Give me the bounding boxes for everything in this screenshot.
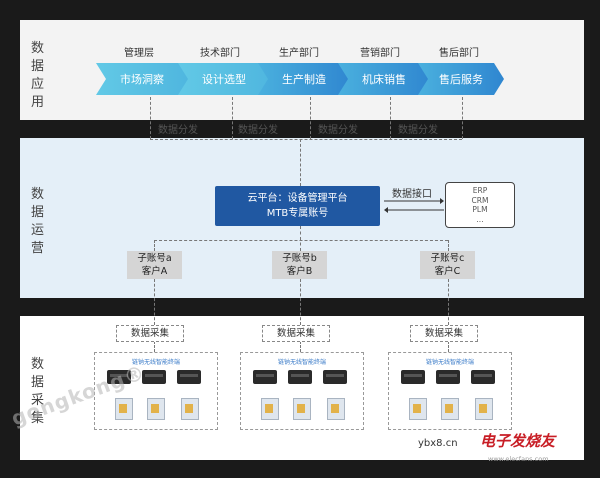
sub-account-name: 子账号c bbox=[430, 253, 465, 264]
gateway-device-icon bbox=[288, 370, 312, 384]
terminal-group-title: 链钠无线智能终端 bbox=[131, 359, 180, 366]
erp-label: ERP bbox=[472, 186, 488, 195]
gateway-device-icon bbox=[177, 370, 201, 384]
sensor-device-icon bbox=[441, 398, 459, 420]
data-collection-label: 数据采集 bbox=[410, 325, 478, 342]
terminal-group-title: 链钠无线智能终端 bbox=[277, 359, 326, 366]
bidirectional-arrow-icon bbox=[384, 198, 444, 213]
connector-line bbox=[154, 240, 448, 241]
department-label: 技术部门 bbox=[200, 48, 240, 59]
process-label: 售后服务 bbox=[439, 73, 483, 86]
sensor-device-icon bbox=[147, 398, 165, 420]
connector-line bbox=[448, 341, 449, 352]
department-label: 生产部门 bbox=[279, 48, 319, 59]
cloud-platform-title: 云平台：设备管理平台 bbox=[247, 193, 348, 204]
connector-line bbox=[154, 279, 155, 325]
gateway-device-icon bbox=[142, 370, 166, 384]
connector-line bbox=[300, 279, 301, 325]
sensor-device-icon bbox=[327, 398, 345, 420]
process-label: 生产制造 bbox=[282, 73, 326, 86]
chevron-shape bbox=[258, 63, 352, 95]
distribution-label: 数据分发 bbox=[158, 125, 198, 136]
section-label-application: 数据应用 bbox=[30, 41, 45, 110]
chevron-shape bbox=[178, 63, 272, 95]
crm-label: CRM bbox=[471, 195, 489, 205]
sensor-device-icon bbox=[293, 398, 311, 420]
sensor-device-icon bbox=[115, 398, 133, 420]
terminal-group-box: 链钠无线智能终端 bbox=[240, 352, 364, 430]
sub-account-box: 子账号a 客户A bbox=[127, 251, 182, 279]
sub-account-name: 子账号a bbox=[137, 253, 172, 264]
department-label: 售后部门 bbox=[439, 48, 479, 59]
elecfans-logo: 电子发烧友 bbox=[480, 432, 556, 450]
department-label: 管理层 bbox=[124, 48, 154, 59]
connector-line bbox=[150, 97, 151, 139]
terminal-group-box: 链钠无线智能终端 bbox=[388, 352, 512, 430]
gateway-device-icon bbox=[323, 370, 347, 384]
connector-line bbox=[390, 97, 391, 139]
connector-line bbox=[448, 240, 449, 251]
elecfans-url: www.elecfans.com bbox=[488, 455, 549, 463]
sensor-device-icon bbox=[409, 398, 427, 420]
terminal-group-box: 链钠无线智能终端 bbox=[94, 352, 218, 430]
chevron-shape bbox=[338, 63, 432, 95]
connector-line bbox=[462, 97, 463, 139]
client-name: 客户A bbox=[141, 266, 168, 277]
connector-line bbox=[300, 139, 301, 186]
sensor-device-icon bbox=[181, 398, 199, 420]
connector-line bbox=[150, 139, 462, 140]
data-interface-label: 数据接口 bbox=[392, 189, 432, 200]
section-label-collection: 数据采集 bbox=[30, 357, 45, 426]
sub-account-box: 子账号c 客户C bbox=[420, 251, 475, 279]
sensor-device-icon bbox=[261, 398, 279, 420]
connector-line bbox=[154, 240, 155, 251]
gateway-device-icon bbox=[401, 370, 425, 384]
process-label: 设计选型 bbox=[202, 73, 246, 86]
chevron-shape bbox=[418, 63, 504, 95]
gateway-device-icon bbox=[253, 370, 277, 384]
process-label: 机床销售 bbox=[362, 73, 406, 86]
connector-line bbox=[232, 97, 233, 139]
plm-label: PLM bbox=[472, 205, 488, 214]
cloud-platform-account: MTB专属账号 bbox=[266, 208, 329, 219]
data-collection-label: 数据采集 bbox=[262, 325, 330, 342]
distribution-label: 数据分发 bbox=[318, 125, 358, 136]
gateway-device-icon bbox=[436, 370, 460, 384]
connector-line bbox=[300, 226, 301, 251]
enterprise-systems-box: ERP CRM PLM ... bbox=[445, 182, 515, 228]
sub-account-name: 子账号b bbox=[282, 253, 317, 264]
site-watermark: ybx8.cn bbox=[418, 438, 458, 449]
distribution-label: 数据分发 bbox=[398, 125, 438, 136]
more-label: ... bbox=[476, 214, 484, 224]
gateway-device-icon bbox=[107, 370, 131, 384]
cloud-platform-box: 云平台：设备管理平台 MTB专属账号 bbox=[215, 186, 380, 226]
chevron-shape bbox=[96, 63, 190, 95]
department-label: 营销部门 bbox=[360, 48, 400, 59]
connector-line bbox=[154, 341, 155, 352]
client-name: 客户B bbox=[286, 266, 313, 277]
client-name: 客户C bbox=[434, 266, 461, 277]
terminal-group-title: 链钠无线智能终端 bbox=[425, 359, 474, 366]
distribution-label: 数据分发 bbox=[238, 125, 278, 136]
sensor-device-icon bbox=[475, 398, 493, 420]
process-label: 市场洞察 bbox=[120, 73, 164, 86]
gateway-device-icon bbox=[471, 370, 495, 384]
connector-line bbox=[448, 279, 449, 325]
sub-account-box: 子账号b 客户B bbox=[272, 251, 327, 279]
section-label-operations: 数据运营 bbox=[30, 187, 45, 256]
connector-line bbox=[300, 341, 301, 352]
connector-line bbox=[310, 97, 311, 139]
data-collection-label: 数据采集 bbox=[116, 325, 184, 342]
